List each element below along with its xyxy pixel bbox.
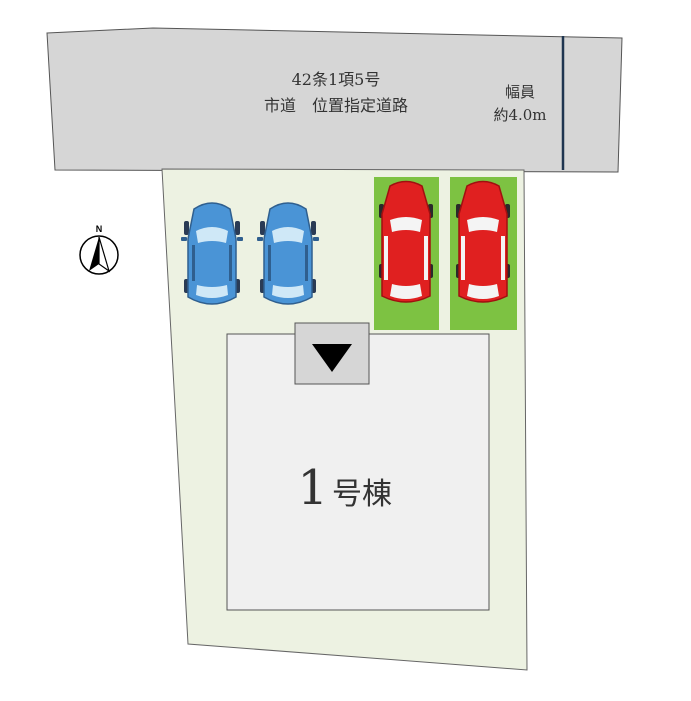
north-arrow-icon: N — [79, 224, 119, 275]
entrance-marker — [294, 322, 370, 385]
compass-north-label: N — [96, 224, 103, 234]
red-car-icon — [455, 180, 511, 303]
road-width-value: 約4.0m — [493, 106, 546, 124]
car-slot-3 — [374, 177, 439, 330]
road-law-label: 42条1項5号 — [292, 70, 381, 89]
car-slot-4 — [450, 177, 517, 330]
road-area — [46, 27, 623, 173]
building-label: 1 号棟 — [297, 460, 392, 516]
entrance-triangle-icon — [312, 344, 352, 372]
red-car-icon — [378, 180, 434, 303]
road-type-label: 市道 位置指定道路 — [264, 96, 408, 115]
building-suffix: 号棟 — [332, 477, 392, 512]
road-width-label: 幅員 — [505, 83, 535, 101]
building-number: 1 — [297, 460, 328, 516]
